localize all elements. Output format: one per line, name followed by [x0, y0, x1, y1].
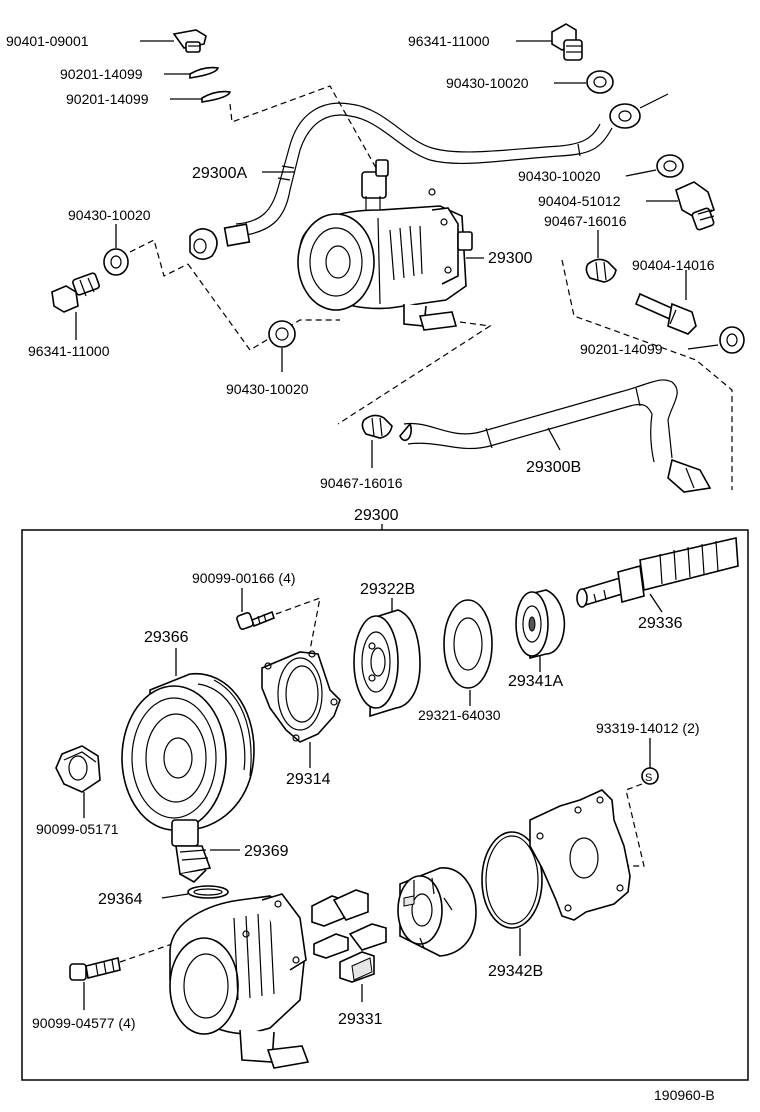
leader-90430-r2	[625, 169, 657, 177]
assembly-dashline-left	[129, 239, 189, 277]
gasket-90430-10020-l	[103, 248, 129, 276]
pump-29300-assembly	[297, 159, 473, 331]
leader-29364	[161, 893, 189, 899]
bolt-90099-04577	[69, 957, 121, 981]
pulley-29366	[121, 673, 255, 831]
valve-29369	[171, 819, 212, 883]
label-29300A: 29300A	[192, 165, 247, 182]
clip-90467-16016-r	[585, 258, 617, 283]
label-90430-10020-r1: 90430-10020	[446, 75, 529, 91]
washer-90201-14099-b	[201, 90, 232, 103]
label-90467-16016-r: 90467-16016	[544, 213, 627, 229]
label-29369: 29369	[244, 843, 289, 860]
bearing-29322B	[353, 609, 421, 718]
label-96341-11000-l: 96341-11000	[28, 343, 110, 359]
screw-90099-00166	[236, 610, 275, 630]
label-29322B: 29322B	[360, 581, 415, 598]
label-90430-10020-c: 90430-10020	[226, 381, 309, 397]
label-29300-top: 29300	[488, 250, 533, 267]
label-90201-14099-b: 90201-14099	[66, 91, 149, 107]
leader-90201-r	[687, 344, 719, 350]
pipe-90404-14016	[634, 292, 697, 335]
hose-29300B	[399, 379, 712, 493]
label-90099-05171: 90099-05171	[36, 821, 119, 837]
label-90404-51012: 90404-51012	[538, 193, 621, 209]
label-29336: 29336	[638, 615, 683, 632]
label-90430-10020-r2: 90430-10020	[518, 168, 601, 184]
gasket-90430-10020-r2	[656, 154, 684, 178]
hose-29300A	[189, 93, 669, 260]
shaft-29336	[576, 537, 739, 608]
union-bolt-96341-11000-l	[51, 272, 100, 313]
label-90099-04577: 90099-04577 (4)	[32, 1015, 136, 1031]
label-29300B: 29300B	[526, 459, 581, 476]
gasket-90430-10020-c	[268, 320, 296, 348]
box-title-29300: 29300	[354, 507, 399, 524]
leader-29300B	[547, 427, 561, 451]
stud-93319-14012: S	[641, 767, 659, 785]
label-29321-64030: 29321-64030	[418, 707, 501, 723]
gasket-90201-14099-r	[719, 326, 745, 354]
pump-housing	[169, 893, 310, 1069]
label-29342B: 29342B	[488, 963, 543, 980]
plug-90401-09001	[172, 29, 207, 53]
label-90201-14099-a: 90201-14099	[60, 66, 143, 82]
label-29314: 29314	[286, 771, 331, 788]
label-90099-00166: 90099-00166 (4)	[192, 570, 296, 586]
rotor	[397, 867, 477, 957]
nut-90099-05171	[55, 745, 101, 793]
oring-29342B	[481, 831, 543, 929]
union-90404-51012	[675, 181, 715, 231]
label-90201-14099-r: 90201-14099	[580, 341, 663, 357]
clip-90467-16016-b	[361, 414, 393, 439]
label-90430-10020-l: 90430-10020	[68, 207, 151, 223]
label-90401-09001: 90401-09001	[6, 33, 89, 49]
leader-29336	[649, 593, 663, 613]
flange-29314	[261, 650, 341, 743]
gasket-90430-10020-r1	[586, 70, 614, 94]
vanes-29331	[311, 889, 387, 983]
dash-bolt-housing	[119, 941, 179, 963]
label-93319-14012: 93319-14012 (2)	[596, 720, 700, 736]
oring-29364	[187, 885, 229, 899]
label-90467-16016-b: 90467-16016	[320, 475, 403, 491]
washer-90201-14099-a	[189, 66, 220, 79]
label-29364: 29364	[98, 891, 143, 908]
diagram-code: 190960-B	[654, 1087, 715, 1103]
label-90404-14016: 90404-14016	[632, 257, 715, 273]
label-96341-11000-r: 96341-11000	[408, 33, 490, 49]
assembly-dashline-top	[229, 85, 381, 176]
label-29366: 29366	[144, 629, 189, 646]
label-29331: 29331	[338, 1011, 383, 1028]
end-plate	[529, 789, 631, 921]
svg-text:S: S	[645, 772, 652, 784]
union-bolt-96341-11000-r	[551, 23, 583, 61]
exploded-view-frame	[21, 529, 749, 1081]
assembly-dashline-right	[561, 259, 733, 490]
dash-screw-flange	[275, 597, 321, 651]
seal-29321-64030	[443, 599, 493, 689]
bearing-29341A	[515, 589, 566, 660]
label-29341A: 29341A	[508, 673, 563, 690]
